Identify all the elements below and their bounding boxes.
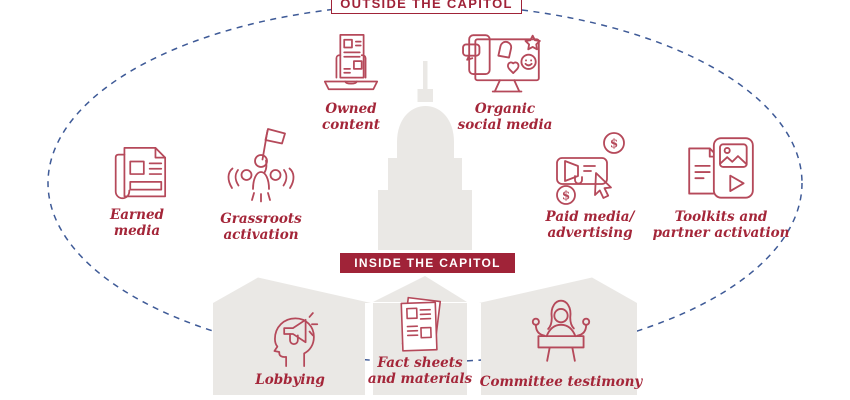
outside-capitol-banner: OUTSIDE THE CAPITOL — [331, 0, 522, 14]
dollar-sign: $ — [610, 137, 618, 151]
capitol-roof-center — [373, 276, 467, 302]
organic-social-media-label: Organic social media — [457, 101, 553, 133]
grassroots-activation-label: Grassroots activation — [220, 211, 302, 243]
fact-sheets-icon — [400, 296, 442, 352]
earned-media-label: Earned media — [110, 207, 164, 239]
capitol-wing-left — [213, 303, 365, 395]
lobbying-label: Lobbying — [255, 372, 325, 388]
head-megaphone-icon — [273, 312, 319, 367]
megaphone-ads-icon: $ $ — [556, 132, 625, 205]
social-media-monitor-icon — [462, 34, 541, 93]
fact-sheets-materials-label: Fact sheets and materials — [367, 355, 473, 387]
capitol-roof-left — [213, 277, 371, 303]
podium-testimony-icon — [531, 299, 591, 362]
newspaper-icon — [114, 147, 167, 200]
committee-testimony-label: Committee testimony — [479, 374, 643, 390]
owned-content-label: Owned content — [322, 101, 380, 133]
paid-media-advertising-label: Paid media/ advertising — [545, 209, 635, 241]
raised-hands-flag-icon — [227, 128, 295, 203]
inside-capitol-title: INSIDE THE CAPITOL — [354, 256, 501, 270]
outside-capitol-title: OUTSIDE THE CAPITOL — [340, 0, 513, 11]
capitol-wing-right — [481, 303, 637, 395]
capitol-dome — [397, 106, 454, 158]
capitol-roof-right — [479, 277, 637, 303]
laptop-content-icon — [323, 34, 379, 91]
inside-capitol-banner: INSIDE THE CAPITOL — [340, 253, 515, 273]
toolkit-documents-icon — [688, 137, 754, 199]
capitol-spire — [423, 61, 428, 91]
toolkits-partner-activation-label: Toolkits and partner activation — [652, 209, 790, 241]
dollar-sign: $ — [562, 189, 570, 203]
